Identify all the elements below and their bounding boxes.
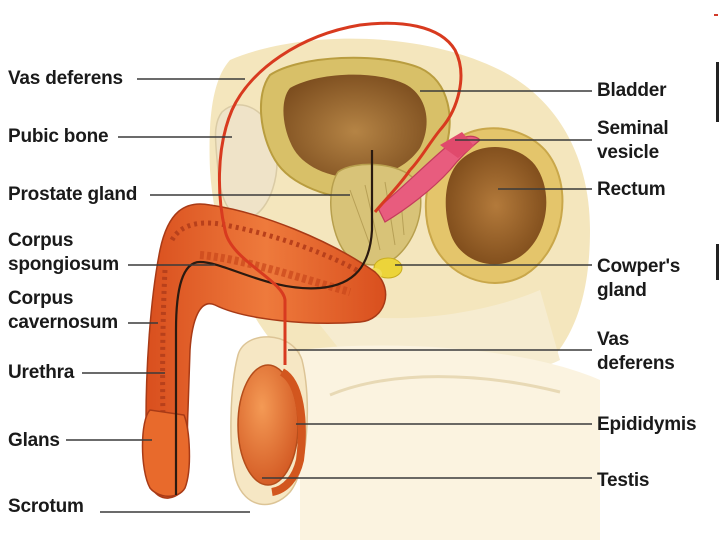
label-pubic-bone: Pubic bone [8, 126, 109, 147]
epididymis-shape [271, 368, 306, 496]
corner-mark [714, 14, 718, 16]
label-urethra: Urethra [8, 362, 75, 383]
rectum-lumen [445, 147, 547, 265]
label-seminal-vesicle-line1: Seminal [597, 118, 669, 139]
urethra-path [174, 150, 374, 495]
vas-deferens-ampulla [373, 169, 412, 213]
label-vas-deferens-right-line1: Vas [597, 329, 630, 350]
skin-fold [329, 375, 561, 397]
label-corpus-cavernosum-line1: Corpus [8, 288, 74, 309]
label-corpus-spongiosum-line2: spongiosum [8, 254, 119, 275]
label-rectum: Rectum [597, 179, 666, 200]
thigh-skin [300, 345, 600, 540]
label-glans: Glans [8, 430, 60, 451]
label-seminal-vesicle-line2: vesicle [597, 142, 659, 163]
leader-lines [66, 78, 592, 513]
label-scrotum: Scrotum [8, 496, 84, 517]
label-prostate-gland: Prostate gland [8, 184, 138, 205]
label-vas-deferens: Vas deferens [8, 68, 123, 89]
label-cowpers-gland-line1: Cowper's [597, 256, 681, 277]
label-corpus-cavernosum-line2: cavernosum [8, 312, 118, 333]
bladder-lumen [283, 74, 427, 178]
label-bladder: Bladder [597, 80, 667, 101]
edge-mark-top [716, 62, 719, 122]
prostate-shape [330, 163, 422, 266]
label-testis: Testis [597, 470, 650, 491]
glans-shape [141, 409, 191, 497]
label-epididymis: Epididymis [597, 414, 697, 435]
seminal-vesicle-tip [440, 132, 474, 158]
label-corpus-spongiosum-line1: Corpus [8, 230, 74, 251]
label-cowpers-gland-line2: gland [597, 280, 647, 301]
edge-mark-middle [716, 244, 719, 280]
label-vas-deferens-right-line2: deferens [597, 353, 675, 374]
vas-deferens-path [217, 21, 463, 365]
